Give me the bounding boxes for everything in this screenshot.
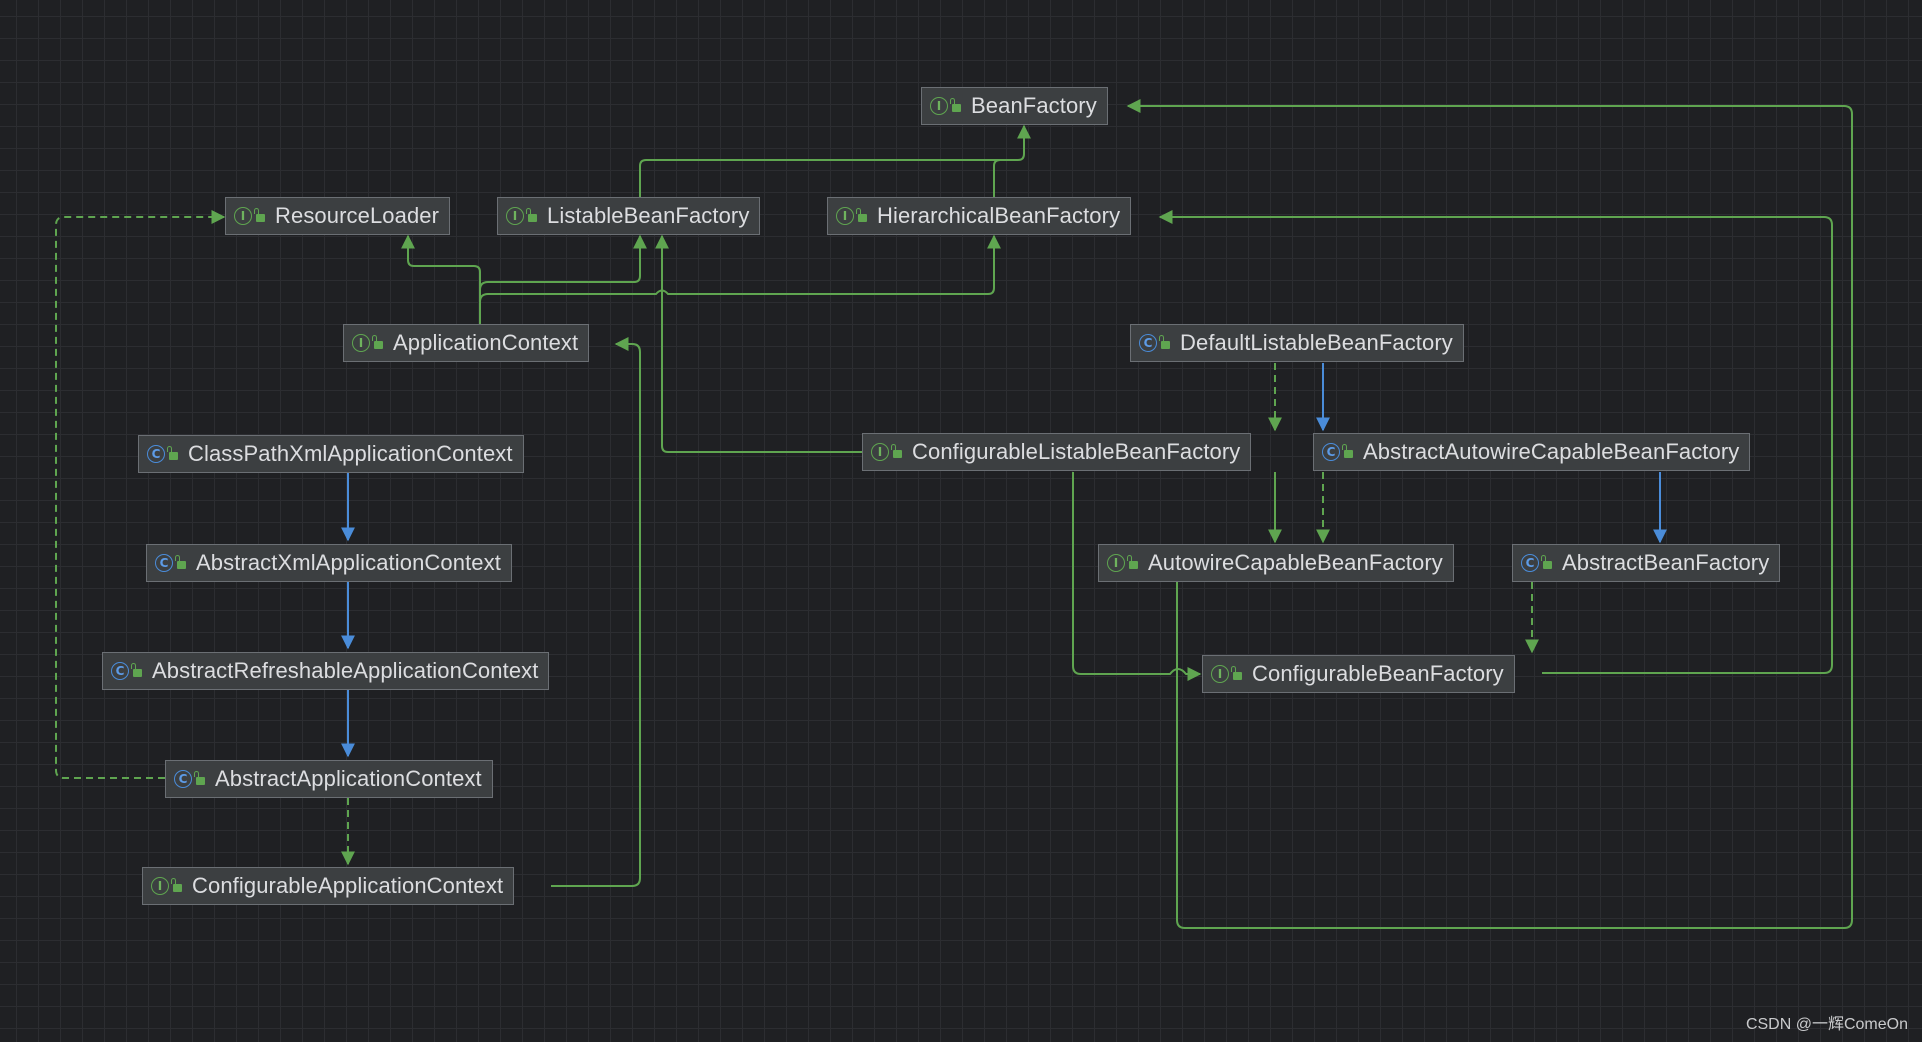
node-defaultlistablebeanfactory[interactable]: C DefaultListableBeanFactory xyxy=(1130,324,1464,362)
lock-icon xyxy=(856,208,867,222)
interface-icon: I xyxy=(506,207,524,225)
node-label: ClassPathXmlApplicationContext xyxy=(188,441,513,466)
node-configurableapplicationcontext[interactable]: I ConfigurableApplicationContext xyxy=(142,867,515,905)
lock-icon xyxy=(1127,555,1138,569)
lock-icon xyxy=(194,771,205,785)
interface-icon: I xyxy=(871,443,889,461)
node-resourceloader[interactable]: I ResourceLoader xyxy=(225,197,451,235)
edge-listable-to-beanfactory xyxy=(639,124,1031,197)
node-hierarchicalbeanfactory[interactable]: I HierarchicalBeanFactory xyxy=(827,197,1132,235)
node-label: AbstractApplicationContext xyxy=(215,766,482,791)
node-label: AbstractBeanFactory xyxy=(1562,550,1770,575)
watermark: CSDN @一辉ComeOn xyxy=(1745,1016,1908,1033)
edge-abstractappctx-to-resourceloader xyxy=(55,210,226,779)
node-label: ConfigurableApplicationContext xyxy=(192,873,504,898)
node-label: AbstractXmlApplicationContext xyxy=(196,550,501,575)
node-label: BeanFactory xyxy=(971,93,1097,118)
interface-icon: I xyxy=(234,207,252,225)
lock-icon xyxy=(950,98,961,112)
class-icon: C xyxy=(147,445,165,463)
node-abstractrefreshableapplicationcontext[interactable]: C AbstractRefreshableApplicationContext xyxy=(102,652,550,690)
lock-icon xyxy=(254,208,265,222)
interface-icon: I xyxy=(352,334,370,352)
node-label: ResourceLoader xyxy=(275,203,440,228)
node-autowirecapablebeanfactory[interactable]: I AutowireCapableBeanFactory xyxy=(1098,544,1454,582)
lock-icon xyxy=(1541,555,1552,569)
edge-autowire-to-beanfactory xyxy=(1126,99,1853,929)
edge-conflistable-to-listable xyxy=(655,234,862,453)
lock-icon xyxy=(1231,666,1242,680)
node-label: ConfigurableListableBeanFactory xyxy=(912,439,1241,464)
lock-icon xyxy=(1159,335,1170,349)
lock-icon xyxy=(131,663,142,677)
class-icon: C xyxy=(1322,443,1340,461)
interface-icon: I xyxy=(1107,554,1125,572)
interface-icon: I xyxy=(151,877,169,895)
lock-icon xyxy=(171,878,182,892)
node-configurablelistablebeanfactory[interactable]: I ConfigurableListableBeanFactory xyxy=(862,433,1252,471)
edge-hierarchical-to-beanfactory xyxy=(993,159,1018,197)
class-icon: C xyxy=(174,770,192,788)
node-label: DefaultListableBeanFactory xyxy=(1180,330,1453,355)
node-abstractbeanfactory[interactable]: C AbstractBeanFactory xyxy=(1512,544,1781,582)
lock-icon xyxy=(891,444,902,458)
node-label: HierarchicalBeanFactory xyxy=(877,203,1121,228)
class-icon: C xyxy=(1521,554,1539,572)
node-label: AbstractAutowireCapableBeanFactory xyxy=(1363,439,1740,464)
node-abstractautowirecapablebeanfactory[interactable]: C AbstractAutowireCapableBeanFactory xyxy=(1313,433,1751,471)
node-classpathxmlapplicationcontext[interactable]: C ClassPathXmlApplicationContext xyxy=(138,435,524,473)
edge-configurableappctx-to-appctx xyxy=(551,337,641,887)
lock-icon xyxy=(526,208,537,222)
class-icon: C xyxy=(155,554,173,572)
edge-appctx-to-hierarchical xyxy=(479,234,1001,303)
node-listablebeanfactory[interactable]: I ListableBeanFactory xyxy=(497,197,761,235)
node-configurablebeanfactory[interactable]: I ConfigurableBeanFactory xyxy=(1202,655,1515,693)
class-icon: C xyxy=(111,662,129,680)
lock-icon xyxy=(372,335,383,349)
lock-icon xyxy=(1342,444,1353,458)
interface-icon: I xyxy=(1211,665,1229,683)
interface-icon: I xyxy=(836,207,854,225)
node-label: AutowireCapableBeanFactory xyxy=(1148,550,1443,575)
edge-appctx-to-resourceloader xyxy=(401,234,481,324)
node-beanfactory[interactable]: I BeanFactory xyxy=(921,87,1108,125)
node-abstractapplicationcontext[interactable]: C AbstractApplicationContext xyxy=(165,760,493,798)
node-label: ListableBeanFactory xyxy=(547,203,750,228)
node-label: ConfigurableBeanFactory xyxy=(1252,661,1504,686)
lock-icon xyxy=(167,446,178,460)
node-label: AbstractRefreshableApplicationContext xyxy=(152,658,539,683)
node-label: ApplicationContext xyxy=(393,330,579,355)
edge-confbean-to-hierarchical xyxy=(1158,210,1833,674)
node-abstractxmlapplicationcontext[interactable]: C AbstractXmlApplicationContext xyxy=(146,544,512,582)
node-applicationcontext[interactable]: I ApplicationContext xyxy=(343,324,590,362)
edge-appctx-to-listable xyxy=(479,234,647,291)
edge-conflistable-to-confbean xyxy=(1072,472,1202,681)
class-icon: C xyxy=(1139,334,1157,352)
lock-icon xyxy=(175,555,186,569)
interface-icon: I xyxy=(930,97,948,115)
